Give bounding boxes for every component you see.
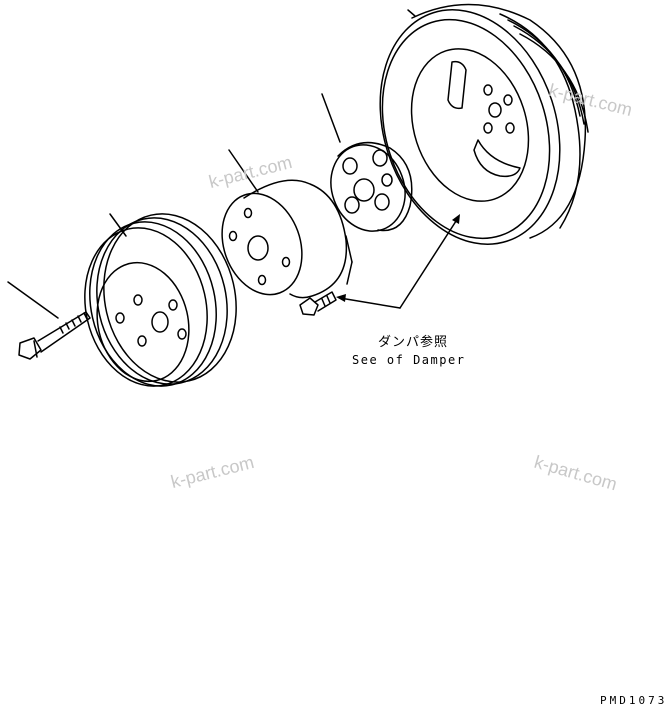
long-bolt — [18, 311, 91, 360]
flange — [330, 141, 413, 232]
pulley — [84, 213, 237, 387]
callout-english-text: See of Damper — [352, 353, 466, 367]
figure-code: PMD1073 — [600, 694, 668, 707]
short-bolt — [299, 291, 337, 316]
spacer — [221, 179, 353, 299]
damper — [379, 3, 589, 245]
leader-line-spacer — [228, 149, 259, 193]
leader-line-bolt — [7, 281, 59, 319]
callout-arrow-bolt — [339, 297, 401, 309]
callout-arrow-damper — [399, 217, 459, 309]
leader-line-flange — [321, 93, 341, 143]
leader-line-damper — [407, 9, 416, 17]
pulley-center-bore — [151, 311, 169, 333]
callout-japanese-text: ダンパ参照 — [378, 335, 449, 350]
